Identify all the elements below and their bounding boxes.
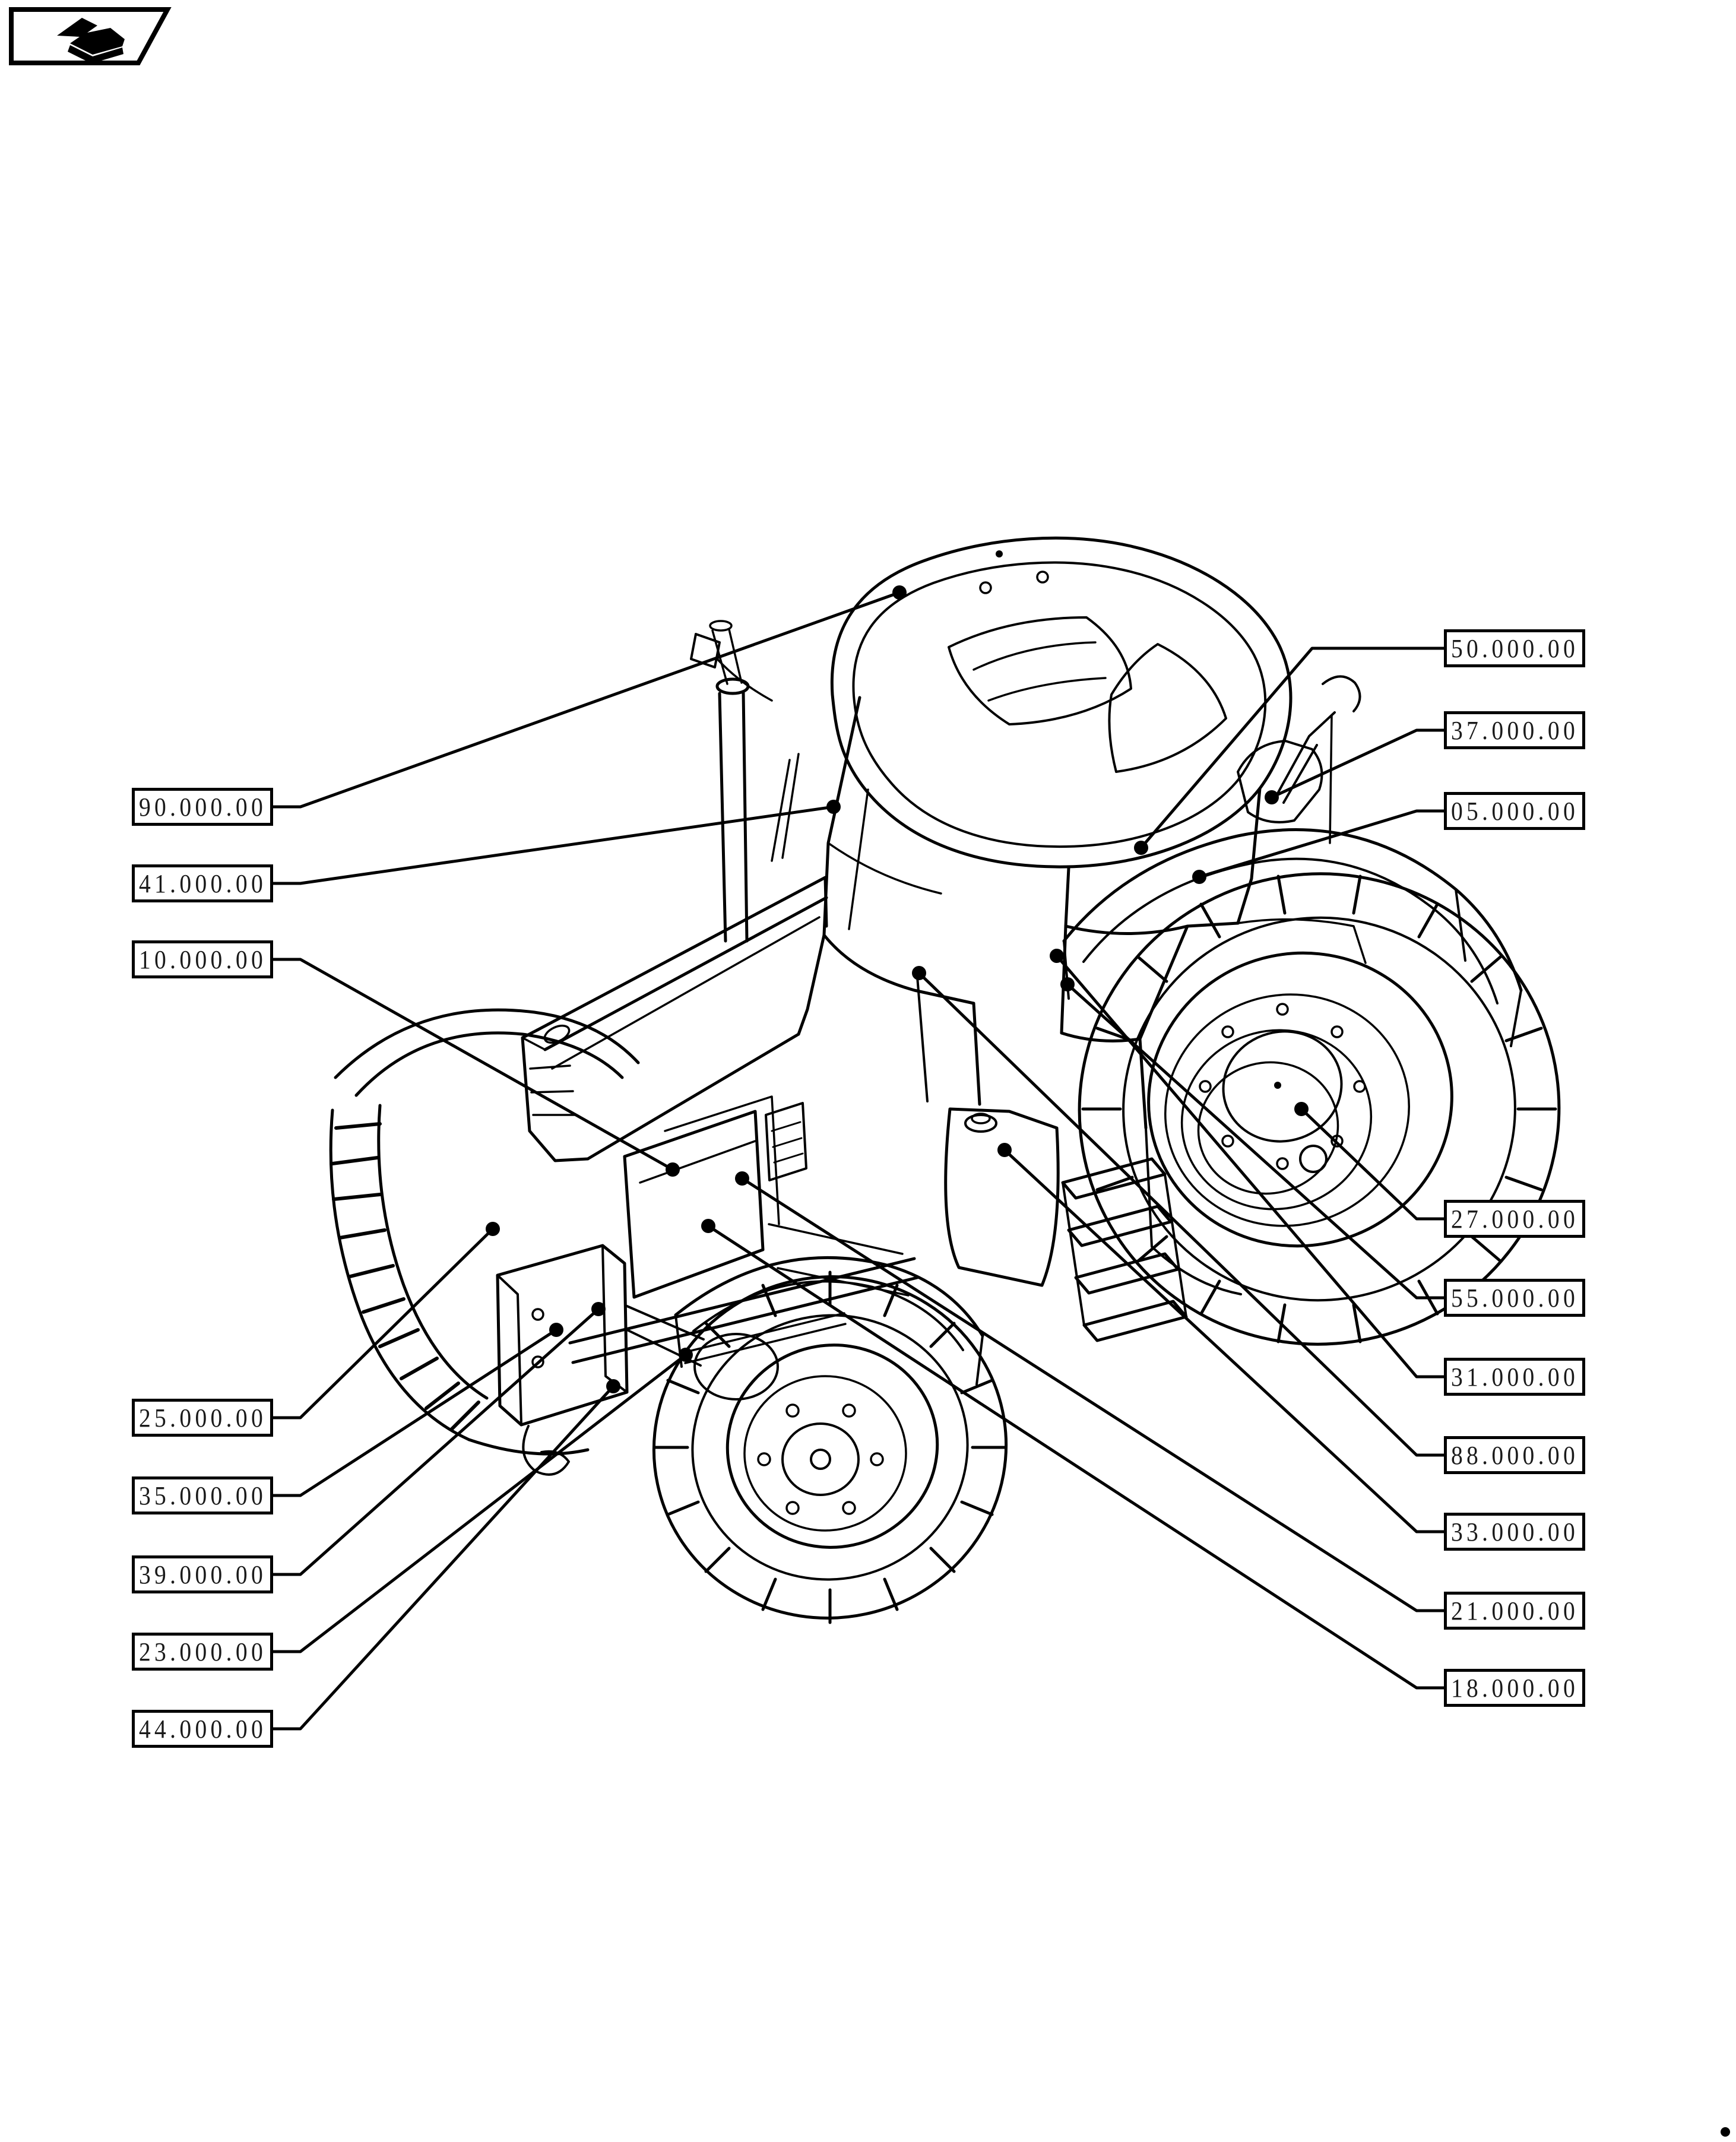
leader-dot-44.000.00 [606,1379,620,1393]
left-rear-wheel [329,1008,640,1456]
leader-dot-21.000.00 [735,1171,749,1186]
hood [521,876,828,1162]
leader-dot-39.000.00 [591,1302,606,1316]
leader-dot-37.000.00 [1265,790,1279,804]
part-group-code: 05.000.00 [1450,796,1579,826]
part-group-label-18.000.00[interactable]: 18.000.00 [1444,1669,1585,1707]
leader-line-55.000.00 [1066,983,1444,1300]
corner-mark [1721,2127,1730,2137]
part-group-label-31.000.00[interactable]: 31.000.00 [1444,1358,1585,1396]
leader-dot-23.000.00 [679,1348,693,1362]
leader-dot-55.000.00 [1060,977,1075,991]
leader-line-35.000.00 [273,1328,557,1497]
part-group-label-41.000.00[interactable]: 41.000.00 [132,864,273,902]
rear-hitch [1237,675,1361,844]
part-group-code: 90.000.00 [138,792,267,822]
part-group-code: 41.000.00 [138,869,267,898]
leader-dot-18.000.00 [701,1219,715,1233]
part-group-label-05.000.00[interactable]: 05.000.00 [1444,792,1585,830]
leader-dot-41.000.00 [826,800,841,814]
leader-line-33.000.00 [1003,1149,1444,1533]
part-group-label-88.000.00[interactable]: 88.000.00 [1444,1436,1585,1474]
leader-line-25.000.00 [273,1228,494,1419]
part-group-label-21.000.00[interactable]: 21.000.00 [1444,1592,1585,1630]
part-group-code: 35.000.00 [138,1481,267,1510]
part-group-code: 39.000.00 [138,1560,267,1589]
part-group-label-10.000.00[interactable]: 10.000.00 [132,940,273,978]
leader-line-31.000.00 [1056,955,1444,1379]
leader-dot-90.000.00 [892,585,907,600]
engine-bay [568,1095,919,1364]
tractor-drawing [329,536,1561,1624]
leader-dot-35.000.00 [549,1323,563,1337]
leader-line-50.000.00 [1140,647,1444,849]
part-group-code: 50.000.00 [1450,633,1579,663]
leader-dot-31.000.00 [1050,949,1064,963]
cab-steps [1061,1127,1242,1342]
part-group-label-55.000.00[interactable]: 55.000.00 [1444,1279,1585,1317]
part-group-label-35.000.00[interactable]: 35.000.00 [132,1476,273,1514]
leader-line-27.000.00 [1300,1108,1444,1221]
step-handrail [916,975,929,1102]
part-group-code: 25.000.00 [138,1403,267,1433]
part-group-code: 23.000.00 [138,1637,267,1666]
leader-dot-50.000.00 [1134,841,1148,855]
part-group-code: 31.000.00 [1450,1362,1579,1392]
part-group-label-50.000.00[interactable]: 50.000.00 [1444,629,1585,667]
cab [771,536,1367,1130]
leader-line-90.000.00 [273,591,900,809]
mirror [690,633,773,702]
leader-line-05.000.00 [1199,809,1444,879]
leader-dot-05.000.00 [1192,870,1206,884]
leader-dot-33.000.00 [997,1143,1012,1157]
part-group-label-25.000.00[interactable]: 25.000.00 [132,1399,273,1437]
part-group-code: 33.000.00 [1450,1517,1579,1547]
part-group-code: 55.000.00 [1450,1283,1579,1313]
part-group-label-37.000.00[interactable]: 37.000.00 [1444,711,1585,749]
leader-line-10.000.00 [273,958,674,1171]
part-group-code: 18.000.00 [1450,1673,1579,1703]
part-group-label-44.000.00[interactable]: 44.000.00 [132,1710,273,1748]
part-group-code: 88.000.00 [1450,1440,1579,1470]
leader-line-41.000.00 [273,805,834,885]
part-group-code: 44.000.00 [138,1714,267,1744]
leader-line-21.000.00 [741,1177,1444,1612]
part-group-label-27.000.00[interactable]: 27.000.00 [1444,1200,1585,1238]
leader-dot-27.000.00 [1294,1102,1309,1116]
part-group-label-90.000.00[interactable]: 90.000.00 [132,788,273,826]
leader-dot-88.000.00 [912,966,926,980]
leader-line-18.000.00 [707,1224,1444,1690]
part-group-label-33.000.00[interactable]: 33.000.00 [1444,1513,1585,1551]
rear-fender [1062,828,1523,1047]
leader-lines [273,585,1444,1731]
leader-dot-25.000.00 [486,1222,500,1236]
part-group-code: 27.000.00 [1450,1204,1579,1234]
leader-line-39.000.00 [273,1308,600,1576]
fuel-tank [944,1107,1060,1287]
part-group-label-23.000.00[interactable]: 23.000.00 [132,1633,273,1671]
part-group-label-39.000.00[interactable]: 39.000.00 [132,1555,273,1593]
leader-line-44.000.00 [273,1385,614,1731]
part-group-code: 10.000.00 [138,945,267,974]
part-group-code: 37.000.00 [1450,715,1579,745]
leader-line-88.000.00 [918,972,1444,1457]
leader-line-23.000.00 [273,1354,687,1653]
rear-wheel [1078,872,1561,1346]
brand-arrow-logo [9,7,172,65]
leader-dot-10.000.00 [666,1162,680,1177]
leader-line-37.000.00 [1271,728,1444,799]
part-group-code: 21.000.00 [1450,1596,1579,1625]
exhaust-stack [709,620,750,943]
